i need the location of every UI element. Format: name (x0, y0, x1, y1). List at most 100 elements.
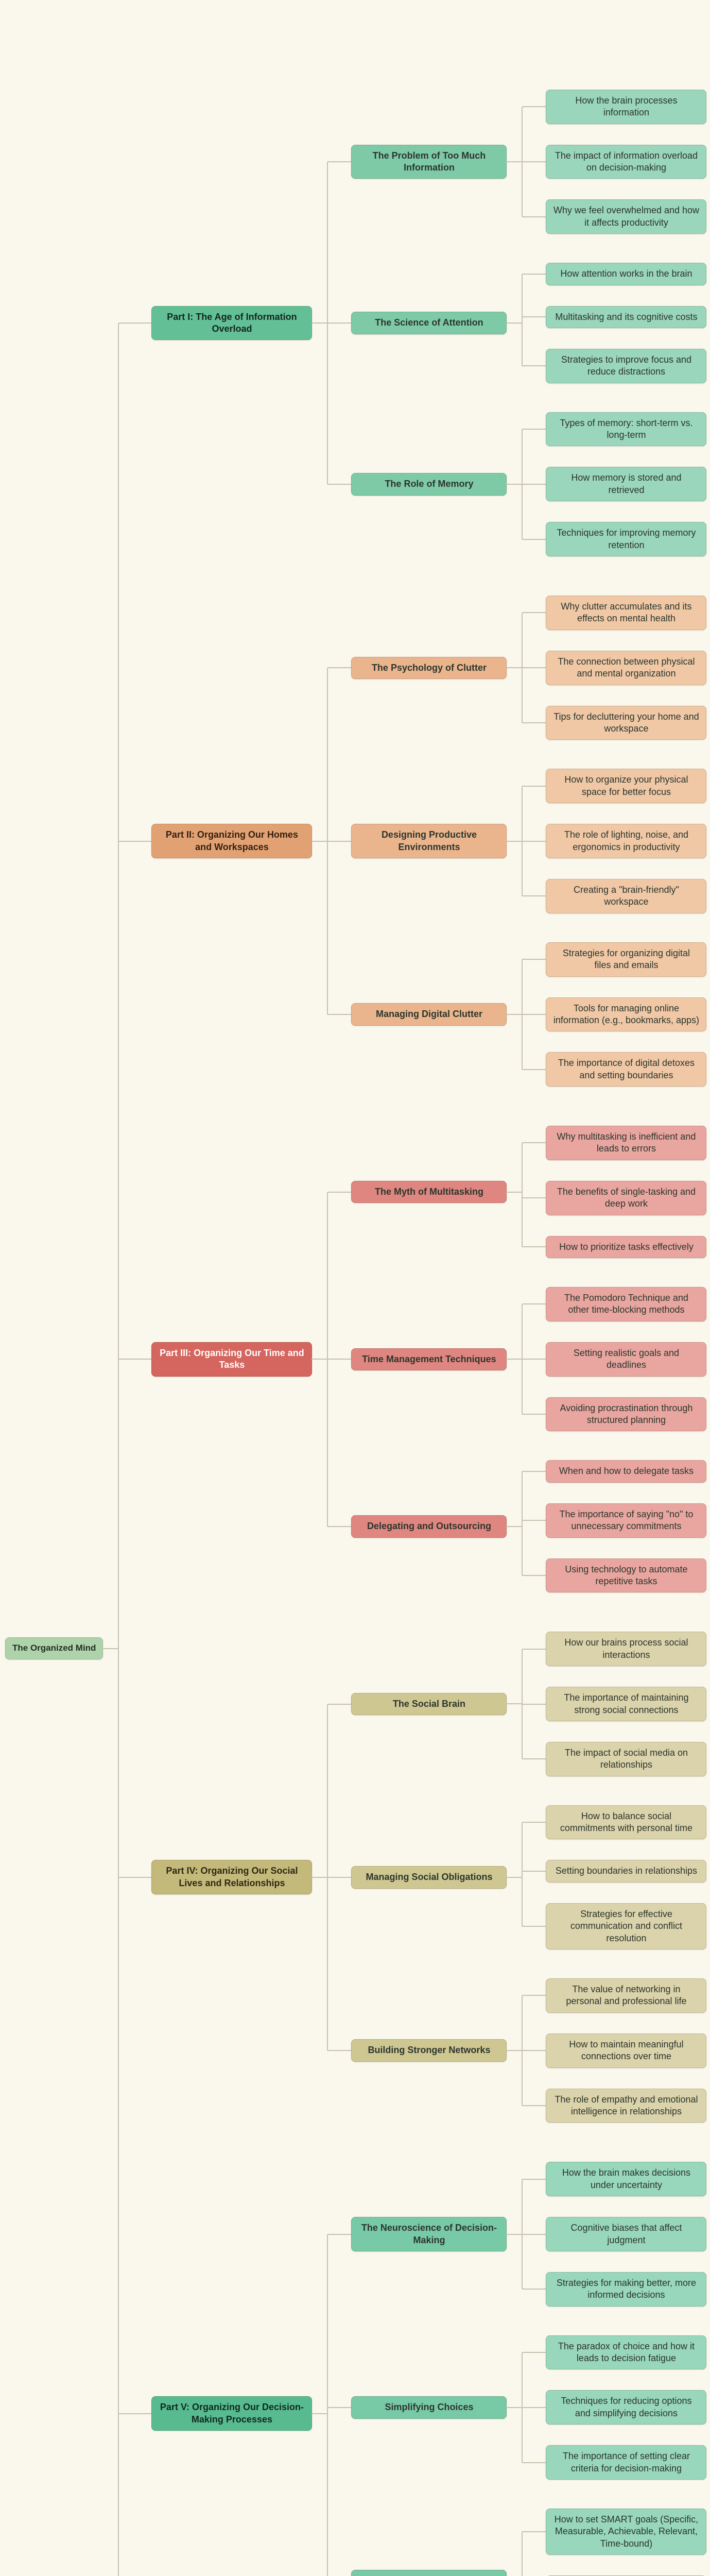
branch-avoiding-procrastination-through-structured-plan: Avoiding procrastination through structu… (522, 1386, 707, 1442)
branch-why-multitasking-is-inefficient-and-leads-to-err: Why multitasking is inefficient and lead… (522, 1115, 707, 1171)
mindmap-node-the-value-of-networking-in-personal-and-professi[interactable]: The value of networking in personal and … (546, 1978, 707, 2013)
mindmap-node-the-importance-of-saying-no-to-unnecessary-commi[interactable]: The importance of saying "no" to unneces… (546, 1503, 707, 1538)
mindmap-node-part-v-organizing-our-decision-making-processes[interactable]: Part V: Organizing Our Decision-Making P… (151, 2396, 328, 2431)
mindmap-node-long-term-planning-and-goal-setting[interactable]: Long-Term Planning and Goal Setting (351, 2569, 507, 2576)
mindmap-node-when-and-how-to-delegate-tasks[interactable]: When and how to delegate tasks (546, 1460, 707, 1483)
children-of-the-role-of-memory: Types of memory: short-term vs. long-ter… (522, 402, 707, 567)
branch-the-role-of-lighting-noise-and-ergonomics-in-pro: The role of lighting, noise, and ergonom… (522, 814, 707, 869)
mindmap-node-strategies-to-improve-focus-and-reduce-distracti[interactable]: Strategies to improve focus and reduce d… (546, 348, 707, 383)
branch-breaking-down-long-term-goals-into-actionable-st: Breaking down long-term goals into actio… (522, 2565, 707, 2576)
branch-managing-social-obligations: Managing Social Obligations How to balanc… (327, 1790, 707, 1964)
mindmap-node-why-multitasking-is-inefficient-and-leads-to-err[interactable]: Why multitasking is inefficient and lead… (546, 1126, 707, 1160)
mindmap-node-using-technology-to-automate-repetitive-tasks[interactable]: Using technology to automate repetitive … (546, 1558, 707, 1593)
mindmap-node-how-to-balance-social-commitments-with-personal-[interactable]: How to balance social commitments with p… (546, 1805, 707, 1840)
mindmap-node-the-social-brain[interactable]: The Social Brain (351, 1692, 523, 1716)
branch-how-to-prioritize-tasks-effectively: How to prioritize tasks effectively (522, 1225, 707, 1268)
mindmap-node-the-science-of-attention[interactable]: The Science of Attention (351, 312, 523, 334)
branch-the-organized-mind: The Organized Mind Part I: The Age of Inf… (5, 70, 707, 2576)
mindmap-node-designing-productive-environments[interactable]: Designing Productive Environments (351, 824, 523, 858)
branch-the-role-of-empathy-and-emotional-intelligence-i: The role of empathy and emotional intell… (522, 2078, 707, 2133)
mindmap-node-how-the-brain-processes-information[interactable]: How the brain processes information (546, 89, 707, 124)
mindmap-node-how-to-prioritize-tasks-effectively[interactable]: How to prioritize tasks effectively (546, 1235, 707, 1259)
mindmap-node-strategies-for-effective-communication-and-confl[interactable]: Strategies for effective communication a… (546, 1903, 707, 1950)
branch-using-technology-to-automate-repetitive-tasks: Using technology to automate repetitive … (522, 1548, 707, 1603)
children-of-part-ii-organizing-our-homes-and-workspaces: The Psychology of Clutter Why clutter acc… (327, 581, 707, 1101)
mindmap-node-part-i-the-age-of-information-overload[interactable]: Part I: The Age of Information Overload (151, 306, 328, 341)
branch-multitasking-and-its-cognitive-costs: Multitasking and its cognitive costs (522, 295, 707, 339)
children-of-the-myth-of-multitasking: Why multitasking is inefficient and lead… (522, 1115, 707, 1268)
mindmap-node-building-stronger-networks[interactable]: Building Stronger Networks (351, 2039, 523, 2062)
mindmap-node-the-importance-of-maintaining-strong-social-conn[interactable]: The importance of maintaining strong soc… (546, 1687, 707, 1721)
branch-the-benefits-of-single-tasking-and-deep-work: The benefits of single-tasking and deep … (522, 1170, 707, 1226)
mindmap-node-time-management-techniques[interactable]: Time Management Techniques (351, 1348, 523, 1370)
mindmap-node-setting-realistic-goals-and-deadlines[interactable]: Setting realistic goals and deadlines (546, 1342, 707, 1377)
mindmap-node-managing-social-obligations[interactable]: Managing Social Obligations (351, 1866, 523, 1889)
mindmap-node-types-of-memory-short-term-vs-long-term[interactable]: Types of memory: short-term vs. long-ter… (546, 412, 707, 447)
mindmap-node-the-problem-of-too-much-information[interactable]: The Problem of Too Much Information (351, 144, 523, 179)
mindmap-node-tools-for-managing-online-information-e-g-bookma[interactable]: Tools for managing online information (e… (546, 997, 707, 1032)
mindmap-node-the-importance-of-digital-detoxes-and-setting-bo[interactable]: The importance of digital detoxes and se… (546, 1052, 707, 1087)
mindmap-node-part-iii-organizing-our-time-and-tasks[interactable]: Part III: Organizing Our Time and Tasks (151, 1342, 328, 1377)
mindmap-node-why-we-feel-overwhelmed-and-how-it-affects-produ[interactable]: Why we feel overwhelmed and how it affec… (546, 199, 707, 234)
mindmap-node-the-impact-of-information-overload-on-decision-m[interactable]: The impact of information overload on de… (546, 144, 707, 179)
branch-the-impact-of-social-media-on-relationships: The impact of social media on relationsh… (522, 1731, 707, 1787)
branch-part-iv-organizing-our-social-lives-and-relation: Part IV: Organizing Our Social Lives and… (118, 1612, 707, 2143)
mindmap-node-the-role-of-empathy-and-emotional-intelligence-i[interactable]: The role of empathy and emotional intell… (546, 2088, 707, 2123)
branch-why-we-feel-overwhelmed-and-how-it-affects-produ: Why we feel overwhelmed and how it affec… (522, 189, 707, 244)
mindmap-node-techniques-for-improving-memory-retention[interactable]: Techniques for improving memory retentio… (546, 522, 707, 557)
branch-the-role-of-memory: The Role of Memory Types of memory: short… (327, 397, 707, 571)
mindmap-node-how-memory-is-stored-and-retrieved[interactable]: How memory is stored and retrieved (546, 467, 707, 502)
branch-the-science-of-attention: The Science of Attention How attention wo… (327, 248, 707, 398)
mindmap-node-techniques-for-reducing-options-and-simplifying-[interactable]: Techniques for reducing options and simp… (546, 2390, 707, 2425)
mindmap-node-why-clutter-accumulates-and-its-effects-on-menta[interactable]: Why clutter accumulates and its effects … (546, 596, 707, 630)
mindmap-node-part-ii-organizing-our-homes-and-workspaces[interactable]: Part II: Organizing Our Homes and Worksp… (151, 824, 328, 858)
mindmap-node-cognitive-biases-that-affect-judgment[interactable]: Cognitive biases that affect judgment (546, 2217, 707, 2251)
mindmap-node-the-role-of-memory[interactable]: The Role of Memory (351, 473, 523, 496)
mindmap-node-the-role-of-lighting-noise-and-ergonomics-in-pro[interactable]: The role of lighting, noise, and ergonom… (546, 824, 707, 858)
branch-delegating-and-outsourcing: Delegating and Outsourcing When and how t… (327, 1446, 707, 1607)
mindmap-node-part-iv-organizing-our-social-lives-and-relation[interactable]: Part IV: Organizing Our Social Lives and… (151, 1860, 328, 1895)
mindmap-node-how-to-set-smart-goals-specific-measurable-achie[interactable]: How to set SMART goals (Specific, Measur… (546, 2509, 707, 2555)
mindmap-node-the-paradox-of-choice-and-how-it-leads-to-decisi[interactable]: The paradox of choice and how it leads t… (546, 2335, 707, 2370)
branch-tools-for-managing-online-information-e-g-bookma: Tools for managing online information (e… (522, 987, 707, 1042)
mindmap-node-multitasking-and-its-cognitive-costs[interactable]: Multitasking and its cognitive costs (546, 306, 707, 328)
branch-the-paradox-of-choice-and-how-it-leads-to-decisi: The paradox of choice and how it leads t… (522, 2325, 707, 2380)
mindmap-node-tips-for-decluttering-your-home-and-workspace[interactable]: Tips for decluttering your home and work… (546, 705, 707, 740)
mindmap-node-the-neuroscience-of-decision-making[interactable]: The Neuroscience of Decision-Making (351, 2217, 523, 2251)
mindmap-node-the-benefits-of-single-tasking-and-deep-work[interactable]: The benefits of single-tasking and deep … (546, 1180, 707, 1215)
branch-creating-a-brain-friendly-workspace: Creating a "brain-friendly" workspace (522, 868, 707, 924)
mindmap-node-the-organized-mind[interactable]: The Organized Mind (5, 1637, 119, 1659)
children-of-part-iv-organizing-our-social-lives-and-relation: The Social Brain How our brains process s… (327, 1617, 707, 2137)
mindmap-node-how-to-maintain-meaningful-connections-over-time[interactable]: How to maintain meaningful connections o… (546, 2033, 707, 2068)
mindmap-node-how-the-brain-makes-decisions-under-uncertainty[interactable]: How the brain makes decisions under unce… (546, 2162, 707, 2197)
mindmap-node-managing-digital-clutter[interactable]: Managing Digital Clutter (351, 1003, 523, 1026)
mindmap-node-simplifying-choices[interactable]: Simplifying Choices (351, 2396, 523, 2419)
branch-simplifying-choices: Simplifying Choices The paradox of choice… (327, 2320, 707, 2495)
mindmap-node-delegating-and-outsourcing[interactable]: Delegating and Outsourcing (351, 1515, 523, 1538)
branch-cognitive-biases-that-affect-judgment: Cognitive biases that affect judgment (522, 2207, 707, 2262)
branch-part-ii-organizing-our-homes-and-workspaces: Part II: Organizing Our Homes and Worksp… (118, 576, 707, 1107)
children-of-the-psychology-of-clutter: Why clutter accumulates and its effects … (522, 585, 707, 750)
mindmap-node-how-attention-works-in-the-brain[interactable]: How attention works in the brain (546, 263, 707, 285)
branch-how-to-maintain-meaningful-connections-over-time: How to maintain meaningful connections o… (522, 2023, 707, 2078)
mindmap-node-the-psychology-of-clutter[interactable]: The Psychology of Clutter (351, 656, 523, 679)
children-of-long-term-planning-and-goal-setting: How to set SMART goals (Specific, Measur… (522, 2498, 707, 2576)
mindmap-node-how-our-brains-process-social-interactions[interactable]: How our brains process social interactio… (546, 1632, 707, 1667)
mindmap-node-avoiding-procrastination-through-structured-plan[interactable]: Avoiding procrastination through structu… (546, 1397, 707, 1432)
children-of-the-neuroscience-of-decision-making: How the brain makes decisions under unce… (522, 2151, 707, 2316)
mindmap-node-the-impact-of-social-media-on-relationships[interactable]: The impact of social media on relationsh… (546, 1741, 707, 1776)
mindmap-node-how-to-organize-your-physical-space-for-better-f[interactable]: How to organize your physical space for … (546, 769, 707, 804)
mindmap-node-the-pomodoro-technique-and-other-time-blocking-m[interactable]: The Pomodoro Technique and other time-bl… (546, 1287, 707, 1321)
branch-strategies-to-improve-focus-and-reduce-distracti: Strategies to improve focus and reduce d… (522, 338, 707, 394)
mindmap-node-strategies-for-making-better-more-informed-decis[interactable]: Strategies for making better, more infor… (546, 2272, 707, 2307)
mindmap-node-strategies-for-organizing-digital-files-and-emai[interactable]: Strategies for organizing digital files … (546, 942, 707, 977)
mindmap-node-the-myth-of-multitasking[interactable]: The Myth of Multitasking (351, 1180, 523, 1204)
mindmap-node-setting-boundaries-in-relationships[interactable]: Setting boundaries in relationships (546, 1860, 707, 1883)
branch-building-stronger-networks: Building Stronger Networks The value of n… (327, 1964, 707, 2137)
mindmap-node-creating-a-brain-friendly-workspace[interactable]: Creating a "brain-friendly" workspace (546, 878, 707, 913)
mindmap-node-the-connection-between-physical-and-mental-organ[interactable]: The connection between physical and ment… (546, 650, 707, 685)
children-of-part-i-the-age-of-information-overload: The Problem of Too Much Information How t… (327, 75, 707, 571)
mindmap-node-the-importance-of-setting-clear-criteria-for-dec[interactable]: The importance of setting clear criteria… (546, 2445, 707, 2480)
